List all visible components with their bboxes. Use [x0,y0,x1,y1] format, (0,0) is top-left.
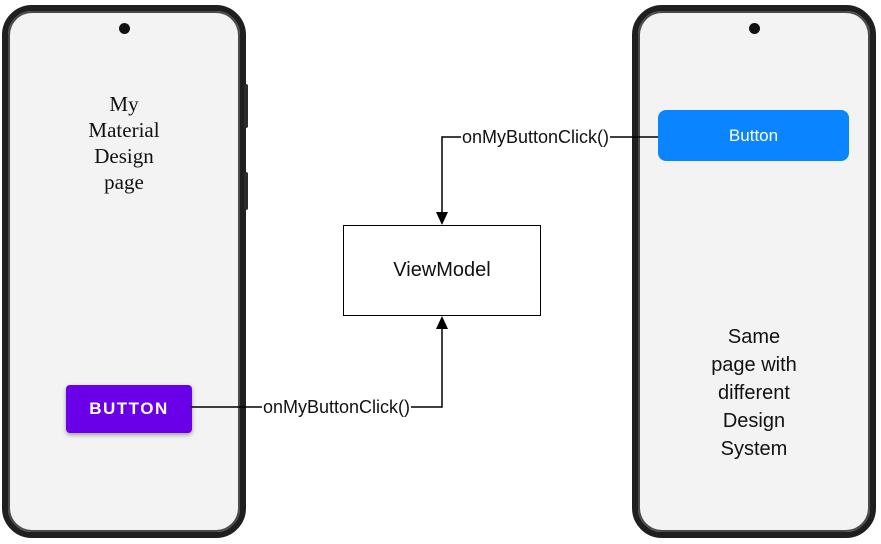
viewmodel-label: ViewModel [393,259,491,281]
right-caption-line: page with [711,354,797,376]
camera-icon [118,23,130,34]
material-button[interactable]: BUTTON [66,385,192,433]
right-page-caption: Same page with different Design System [684,323,824,463]
right-caption-line: Same [727,326,781,348]
right-caption-line: System [720,438,788,460]
power-button [244,172,248,210]
ios-style-button[interactable]: Button [658,110,849,161]
right-phone: Button Same page with different Design S… [632,5,876,538]
left-title-line: Design [94,144,154,168]
left-page-title: My Material Design page [68,91,180,195]
left-title-line: page [104,170,144,194]
left-phone: My Material Design page BUTTON [2,5,246,538]
right-caption-line: Design [722,410,786,432]
edge-label-bottom: onMyButtonClick() [262,397,412,417]
arrow-head-icon [436,316,448,329]
volume-button [244,84,248,128]
camera-icon [748,23,760,34]
right-caption-line: different [718,382,790,404]
edge-label-top: onMyButtonClick() [461,127,611,147]
arrow-head-icon [436,212,448,225]
connector-top [441,136,658,214]
viewmodel-box: ViewModel [343,225,541,316]
left-title-line: My [109,92,139,116]
left-title-line: Material [88,118,160,142]
connector-bottom [190,328,443,408]
